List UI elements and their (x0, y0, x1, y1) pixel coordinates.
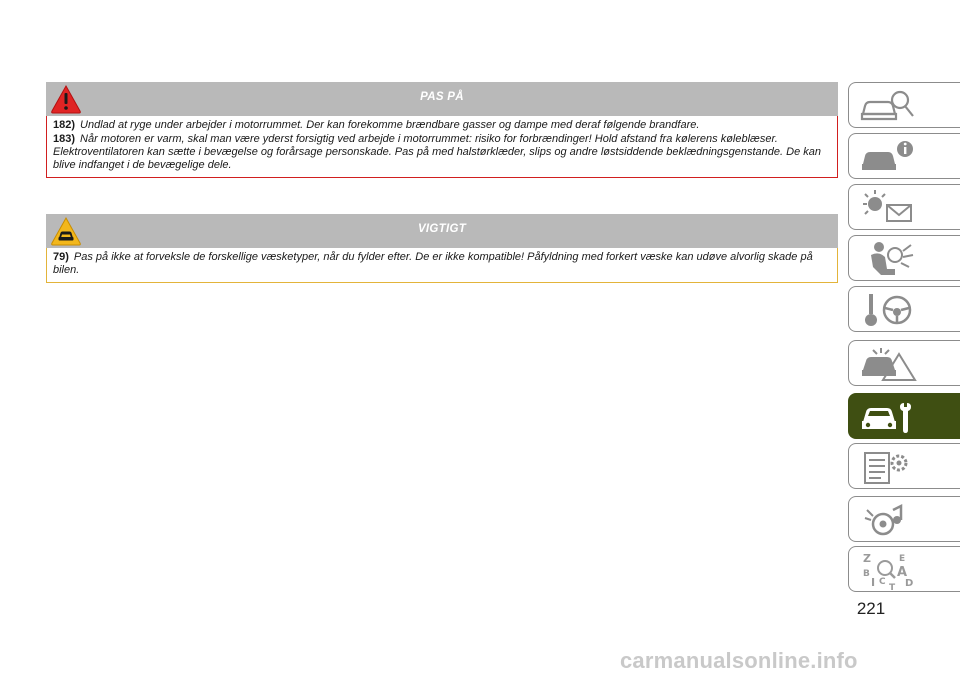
car-emergency-icon (862, 348, 917, 381)
tab-key-steering[interactable] (848, 286, 960, 332)
tab-car-magnifier[interactable] (848, 82, 960, 128)
tab-car-info[interactable] (848, 133, 960, 179)
car-hazard-triangle-icon (51, 216, 81, 246)
important-notice-header: VIGTIGT (46, 214, 838, 248)
tab-car-emergency[interactable] (848, 340, 960, 386)
item-text: Undlad at ryge under arbejder i motorrum… (80, 119, 700, 131)
important-notice-body: 79)Pas på ikke at forveksle de forskelli… (46, 248, 838, 283)
index-letter: D (905, 578, 913, 589)
warning-notice-body: 182) Undlad at ryge under arbejder i moto… (46, 116, 838, 178)
warning-item-182: 182) Undlad at ryge under arbejder i moto… (53, 119, 831, 132)
warning-lights-message-icon (863, 190, 912, 222)
index-letter: C (879, 577, 886, 587)
index-letter: B (863, 569, 870, 579)
warning-notice: PAS PÅ 182) Undlad at ryge under arbejder… (46, 82, 838, 178)
tab-car-wrench[interactable] (848, 393, 960, 439)
warning-triangle-icon (51, 84, 81, 114)
car-info-icon (862, 141, 913, 170)
index-letter: Z (863, 552, 871, 565)
tab-alphabetical-index[interactable]: Z E B A I C D T (848, 546, 960, 592)
car-magnifier-icon (860, 90, 914, 121)
index-letter: I (871, 576, 875, 589)
index-letter: T (889, 583, 896, 590)
item-number: 182) (53, 119, 76, 131)
car-wrench-icon (862, 403, 911, 433)
tab-multimedia[interactable] (848, 496, 960, 542)
tab-seat-airbag[interactable] (848, 235, 960, 281)
item-number: 79) (53, 251, 69, 263)
index-letter: A (897, 565, 907, 580)
tab-warning-lights[interactable] (848, 184, 960, 230)
key-steering-wheel-icon (865, 294, 912, 326)
item-number: 183) (53, 133, 76, 145)
watermark: carmanualsonline.info (620, 648, 858, 673)
alphabetical-index-icon: Z E B A I C D T (863, 552, 913, 590)
warning-notice-header: PAS PÅ (46, 82, 838, 116)
important-item-79: 79)Pas på ikke at forveksle de forskelli… (53, 251, 831, 277)
tab-technical-data[interactable] (848, 443, 960, 489)
technical-data-gear-icon (864, 452, 908, 484)
seat-airbag-icon (871, 242, 914, 275)
multimedia-icon (864, 503, 903, 536)
important-notice-title: VIGTIGT (417, 223, 467, 235)
item-text: Pas på ikke at forveksle de forskellige … (53, 251, 813, 276)
warning-item-183: 183)Når motoren er varm, skal man være y… (53, 133, 831, 172)
important-notice: VIGTIGT 79)Pas på ikke at forveksle de f… (46, 214, 838, 283)
warning-notice-title: PAS PÅ (420, 91, 464, 103)
page-number: 221 (856, 599, 886, 618)
item-text: Når motoren er varm, skal man være yders… (53, 133, 821, 171)
index-letter: E (899, 554, 905, 564)
